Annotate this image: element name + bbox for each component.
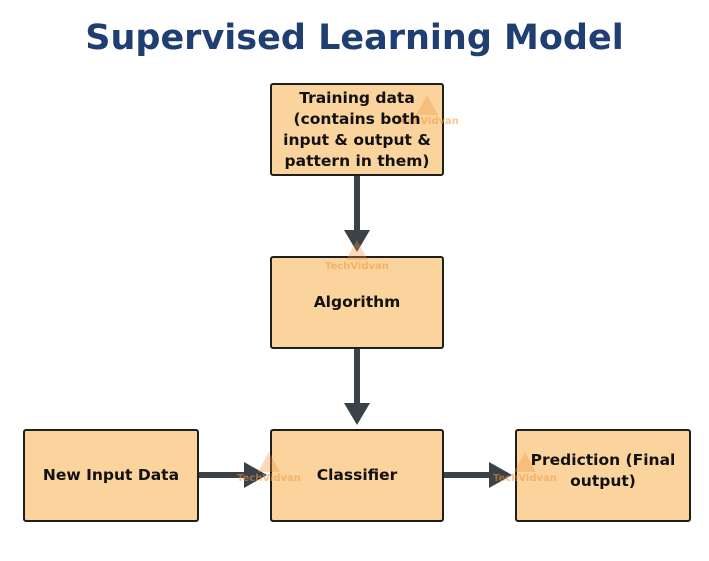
arrow-algorithm-to-classifier (344, 349, 370, 425)
node-algorithm: Algorithm (270, 256, 444, 349)
node-prediction-label: Prediction (Final output) (530, 450, 676, 490)
node-training-data: Training data (contains both input & out… (270, 83, 444, 176)
arrow-newinput-to-classifier (199, 462, 267, 488)
arrow-training-to-algorithm (344, 176, 370, 252)
node-prediction: Prediction (Final output) (515, 429, 691, 522)
node-training-data-label: Training data (contains both input & out… (283, 88, 431, 170)
diagram-title: Supervised Learning Model (85, 18, 624, 58)
node-new-input-data: New Input Data (23, 429, 199, 522)
node-algorithm-label: Algorithm (313, 293, 401, 311)
arrow-classifier-to-prediction (444, 462, 512, 488)
node-classifier-label: Classifier (316, 466, 398, 484)
node-classifier: Classifier (270, 429, 444, 522)
node-new-input-data-label: New Input Data (42, 466, 180, 484)
